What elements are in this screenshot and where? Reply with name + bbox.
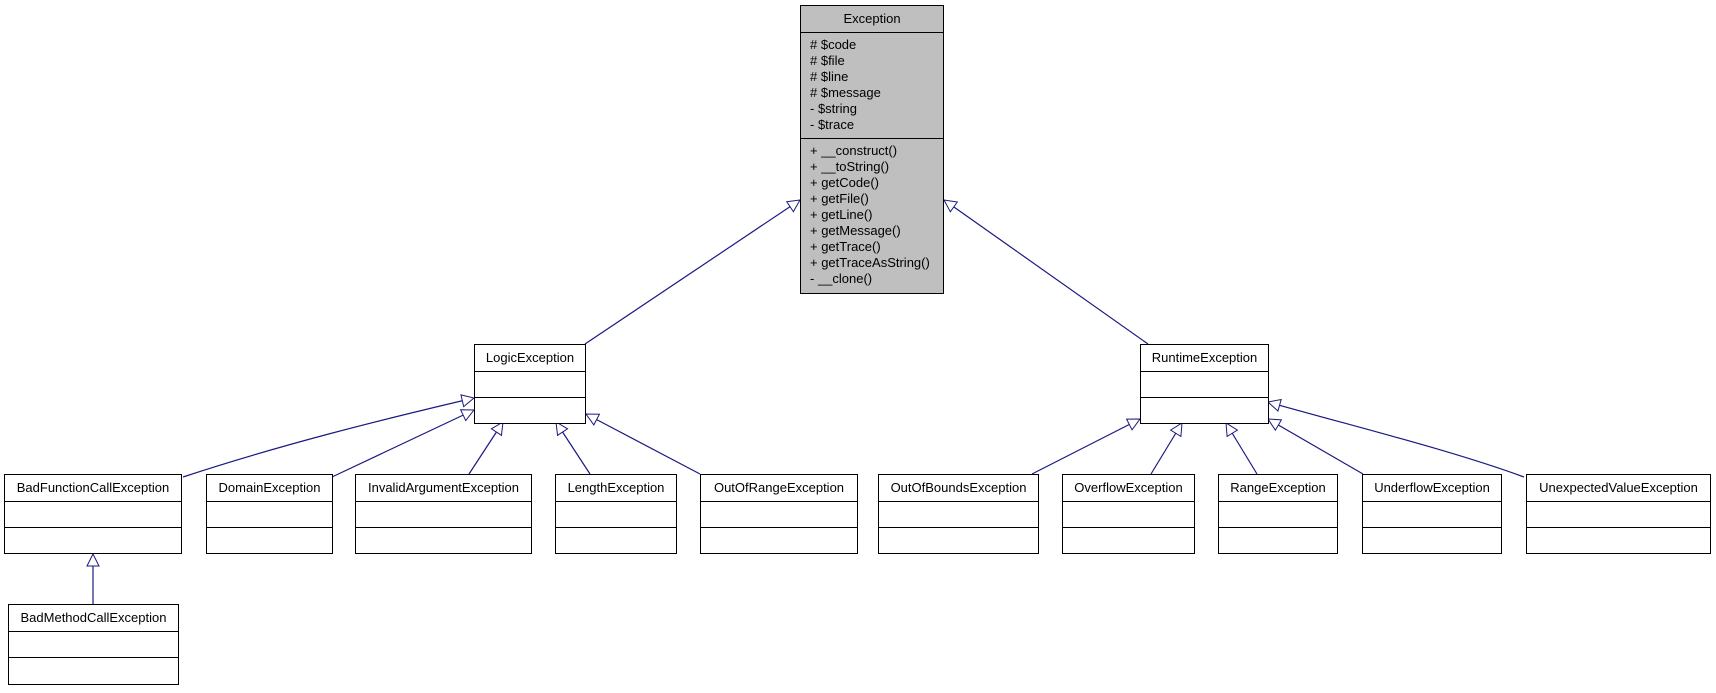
class-badmethodcallexception[interactable]: BadMethodCallException [8, 604, 179, 685]
class-exception[interactable]: Exception # $code # $file # $line # $mes… [800, 5, 944, 294]
method: + getLine() [810, 207, 873, 222]
attribute-list [5, 502, 181, 528]
attribute-list [1219, 502, 1337, 528]
attribute-list [1141, 372, 1268, 398]
method: + __toString() [810, 159, 890, 174]
attribute: # $file [810, 53, 845, 68]
method: + getCode() [810, 175, 880, 190]
method: + getTrace() [810, 239, 881, 254]
attribute-list: # $code # $file # $line # $message - $st… [801, 33, 943, 139]
attribute-list [207, 502, 332, 528]
method-list [475, 398, 585, 424]
method-list [1141, 398, 1268, 424]
edge-logic-to-exception [584, 200, 800, 345]
method: + getTraceAsString() [810, 255, 930, 270]
method: - __clone() [810, 271, 873, 286]
class-name: UnderflowException [1363, 475, 1501, 502]
class-name: BadFunctionCallException [5, 475, 181, 502]
attribute: # $message [810, 85, 881, 100]
class-rangeexception[interactable]: RangeException [1218, 474, 1338, 554]
method-list: + __construct() + __toString() + getCode… [801, 139, 943, 291]
class-name: RuntimeException [1141, 345, 1268, 372]
edge-underflow-to-runtime [1268, 419, 1364, 475]
edge-outofbounds-to-runtime [1031, 418, 1140, 475]
edge-length-to-logic [556, 422, 591, 475]
attribute-list [1527, 502, 1710, 528]
class-domainexception[interactable]: DomainException [206, 474, 333, 554]
method-list [1219, 528, 1337, 554]
attribute-list [1363, 502, 1501, 528]
class-invalidargumentexception[interactable]: InvalidArgumentException [355, 474, 532, 554]
method-list [879, 528, 1038, 554]
attribute: # $line [810, 69, 849, 84]
attribute: - $trace [810, 117, 855, 132]
class-outofrangeexception[interactable]: OutOfRangeException [700, 474, 858, 554]
method: + getMessage() [810, 223, 901, 238]
class-name: InvalidArgumentException [356, 475, 531, 502]
method-list [356, 528, 531, 554]
attribute-list [701, 502, 857, 528]
attribute: # $code [810, 37, 857, 52]
class-name: UnexpectedValueException [1527, 475, 1710, 502]
edge-badfunctioncall-to-logic [182, 398, 474, 478]
attribute-list [556, 502, 676, 528]
edge-unexpectedvalue-to-runtime [1268, 402, 1525, 478]
class-name: RangeException [1219, 475, 1337, 502]
edge-overflow-to-runtime [1150, 423, 1182, 475]
method: + getFile() [810, 191, 869, 206]
class-name: DomainException [207, 475, 332, 502]
class-badfunctioncallexception[interactable]: BadFunctionCallException [4, 474, 182, 554]
class-name: LogicException [475, 345, 585, 372]
method-list [1363, 528, 1501, 554]
method-list [5, 528, 181, 554]
class-name: OutOfBoundsException [879, 475, 1038, 502]
class-underflowexception[interactable]: UnderflowException [1362, 474, 1502, 554]
attribute: - $string [810, 101, 857, 116]
class-outofboundsexception[interactable]: OutOfBoundsException [878, 474, 1039, 554]
method-list [9, 658, 178, 684]
method-list [1063, 528, 1194, 554]
class-name: OutOfRangeException [701, 475, 857, 502]
method-list [556, 528, 676, 554]
attribute-list [475, 372, 585, 398]
method-list [207, 528, 332, 554]
edge-invalidargument-to-logic [468, 422, 503, 475]
class-name: BadMethodCallException [9, 605, 178, 632]
attribute-list [356, 502, 531, 528]
edge-outofrange-to-logic [586, 413, 701, 475]
edge-domain-to-logic [331, 410, 474, 478]
class-name: OverflowException [1063, 475, 1194, 502]
attribute-list [879, 502, 1038, 528]
attribute-list [1063, 502, 1194, 528]
class-runtimeexception[interactable]: RuntimeException [1140, 344, 1269, 424]
class-name: LengthException [556, 475, 676, 502]
class-logicexception[interactable]: LogicException [474, 344, 586, 424]
attribute-list [9, 632, 178, 658]
class-name: Exception [801, 6, 943, 33]
class-unexpectedvalueexception[interactable]: UnexpectedValueException [1526, 474, 1711, 554]
edge-range-to-runtime [1226, 423, 1258, 475]
method-list [701, 528, 857, 554]
method: + __construct() [810, 143, 898, 158]
edge-runtime-to-exception [944, 200, 1149, 345]
method-list [1527, 528, 1710, 554]
class-overflowexception[interactable]: OverflowException [1062, 474, 1195, 554]
class-lengthexception[interactable]: LengthException [555, 474, 677, 554]
